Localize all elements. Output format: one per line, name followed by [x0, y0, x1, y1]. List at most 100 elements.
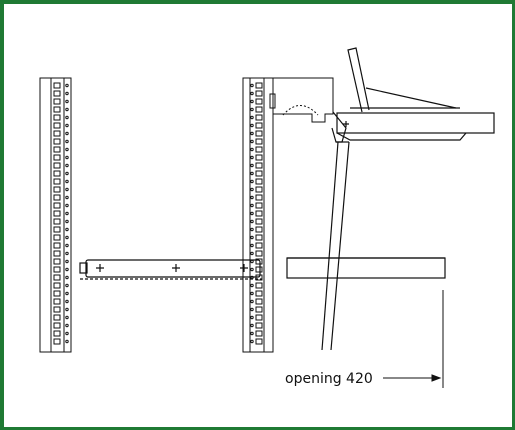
rack-hole-dot: [250, 107, 254, 112]
rack-hole-dot: [65, 131, 69, 136]
rack-hole-square: [255, 186, 263, 193]
rack-hole-square: [53, 242, 61, 249]
pullout-tray: [336, 47, 495, 141]
rack-hole-dot: [65, 323, 69, 328]
rack-hole-square: [53, 186, 61, 193]
rack-hole-square: [255, 330, 263, 337]
rack-hole-square: [255, 306, 263, 313]
shelf-screw-right: [240, 264, 248, 272]
rack-hole-dot: [65, 259, 69, 264]
rack-hole-dot: [250, 155, 254, 160]
right-rack-post: [242, 77, 274, 353]
rack-hole-square: [53, 178, 61, 185]
opening-dimension: [383, 290, 444, 388]
rack-hole-square: [255, 234, 263, 241]
rack-hole-dot: [65, 219, 69, 224]
rack-hole-square: [53, 314, 61, 321]
rack-hole-dot: [250, 323, 254, 328]
rack-hole-dot: [250, 171, 254, 176]
rack-hole-dot: [250, 291, 254, 296]
rack-hole-dot: [65, 187, 69, 192]
rack-hole-square: [255, 98, 263, 105]
rack-hole-square: [255, 282, 263, 289]
rack-hole-square: [53, 218, 61, 225]
rack-hole-dot: [65, 195, 69, 200]
rack-hole-dot: [65, 291, 69, 296]
rack-hole-dot: [250, 315, 254, 320]
rack-hole-dot: [65, 107, 69, 112]
rack-hole-square: [53, 146, 61, 153]
dimension-label: opening 420: [285, 371, 373, 387]
rack-hole-dot: [65, 307, 69, 312]
rack-hole-dot: [250, 283, 254, 288]
rack-hole-dot: [250, 195, 254, 200]
rack-hole-square: [255, 202, 263, 209]
rack-hole-square: [255, 242, 263, 249]
rack-hole-dot: [250, 307, 254, 312]
rack-hole-square: [53, 338, 61, 345]
rack-hole-dot: [65, 235, 69, 240]
rack-hole-square: [53, 90, 61, 97]
rack-hole-square: [255, 322, 263, 329]
shelf-screw-middle: [172, 264, 180, 272]
rack-hole-square: [53, 226, 61, 233]
rack-hole-dot: [250, 139, 254, 144]
tray-screw: [343, 121, 349, 127]
rack-hole-dot: [250, 203, 254, 208]
rack-hole-dot: [65, 315, 69, 320]
rack-hole-dot: [65, 147, 69, 152]
rack-hole-square: [255, 194, 263, 201]
rack-hole-square: [255, 298, 263, 305]
rack-hole-square: [53, 322, 61, 329]
rack-hole-square: [53, 330, 61, 337]
rack-hole-dot: [250, 187, 254, 192]
left-post-holes: [53, 82, 69, 345]
rack-hole-square: [255, 314, 263, 321]
rack-hole-square: [53, 282, 61, 289]
rack-hole-dot: [250, 259, 254, 264]
rack-hole-dot: [250, 227, 254, 232]
rack-hole-dot: [250, 147, 254, 152]
rack-hole-square: [53, 298, 61, 305]
top-mount: [269, 77, 334, 123]
rack-hole-square: [255, 218, 263, 225]
rack-hole-dot: [250, 299, 254, 304]
rack-hole-dot: [65, 99, 69, 104]
rack-hole-dot: [250, 243, 254, 248]
rack-hole-dot: [250, 211, 254, 216]
rack-hole-square: [255, 226, 263, 233]
rack-hole-square: [53, 98, 61, 105]
rack-hole-dot: [65, 171, 69, 176]
rack-hole-dot: [65, 275, 69, 280]
shelf-bracket: [79, 259, 262, 280]
rack-hole-square: [53, 114, 61, 121]
rack-hole-dot: [65, 283, 69, 288]
rack-hole-square: [255, 154, 263, 161]
rack-hole-dot: [65, 243, 69, 248]
rack-hole-dot: [65, 299, 69, 304]
rack-hole-dot: [250, 91, 254, 96]
rack-hole-dot: [250, 163, 254, 168]
rack-hole-square: [53, 210, 61, 217]
rack-hole-square: [255, 178, 263, 185]
rack-hole-dot: [65, 211, 69, 216]
rack-hole-dot: [65, 155, 69, 160]
rack-hole-square: [53, 82, 61, 89]
rack-hole-dot: [65, 123, 69, 128]
rack-hole-square: [53, 130, 61, 137]
rack-hole-square: [255, 82, 263, 89]
rack-hole-dot: [250, 179, 254, 184]
rack-hole-square: [255, 90, 263, 97]
rack-hole-square: [53, 234, 61, 241]
right-post-holes: [250, 82, 263, 345]
rack-hole-dot: [250, 83, 254, 88]
rack-hole-dot: [250, 99, 254, 104]
rack-hole-dot: [65, 331, 69, 336]
rack-hole-square: [53, 266, 61, 273]
rack-hole-dot: [250, 115, 254, 120]
rack-hole-dot: [65, 83, 69, 88]
left-rack-post: [39, 77, 72, 353]
rack-hole-dot: [65, 251, 69, 256]
rack-hole-square: [255, 266, 263, 273]
